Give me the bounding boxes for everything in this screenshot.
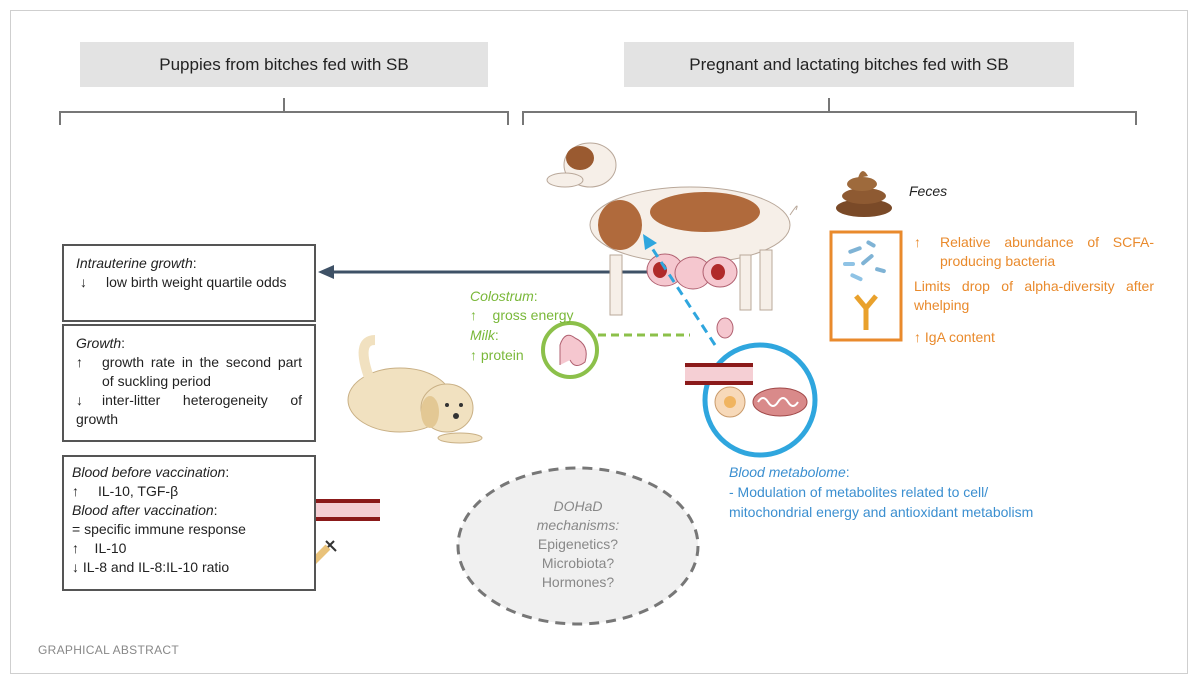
intrauterine-text: low birth weight quartile odds <box>106 274 287 290</box>
feces-item-3: ↑ IgA content <box>914 329 995 345</box>
blood-after-item: ↑ IL-10 <box>72 540 127 556</box>
mitochondria-icon <box>752 387 808 417</box>
growth-title: Growth <box>76 335 122 351</box>
colostrum-title: Colostrum <box>470 288 534 304</box>
dohad-text: DOHaD mechanisms: Epigenetics? Microbiot… <box>498 497 658 592</box>
blood-vaccination-box: Blood before vaccination: ↑ IL-10, TGF-β… <box>62 455 316 591</box>
right-brace <box>522 98 1137 125</box>
bacteria-icon <box>843 240 886 282</box>
dohad-item: Epigenetics? <box>537 536 619 552</box>
graphical-abstract-label: GRAPHICAL ABSTRACT <box>38 643 179 657</box>
feces-item-2: Limits drop of alpha-diversity after whe… <box>914 278 1154 313</box>
increase-arrow: ↑ <box>914 329 921 345</box>
growth-item-1: growth rate in the second part of suckli… <box>102 354 302 389</box>
milk-title-line: Milk: <box>470 327 499 343</box>
left-brace <box>59 98 509 125</box>
dohad-item: Microbiota? <box>541 555 615 571</box>
right-header: Pregnant and lactating bitches fed with … <box>624 42 1074 87</box>
milk-title: Milk <box>470 327 495 343</box>
dohad-title-2: mechanisms: <box>536 517 620 533</box>
blood-before-title: Blood before vaccination <box>72 464 226 480</box>
feces-label: Feces <box>909 183 948 199</box>
metabolome-dashed-arrow <box>648 244 717 346</box>
intrauterine-title: Intrauterine growth <box>76 255 193 271</box>
blood-after-title: Blood after vaccination <box>72 502 214 518</box>
blood-after-item: ↓ IL-8 and IL-8:IL-10 ratio <box>72 559 230 575</box>
left-header-text: Puppies from bitches fed with SB <box>159 54 409 74</box>
decrease-arrow: ↓ <box>76 392 83 408</box>
blood-before-text: IL-10, TGF-β <box>98 483 179 499</box>
increase-arrow: ↑ <box>914 234 921 250</box>
left-header: Puppies from bitches fed with SB <box>80 42 488 87</box>
dohad-item: Hormones? <box>541 574 615 590</box>
abstract-frame <box>10 10 1188 674</box>
puppy-illustration <box>347 335 483 444</box>
feces-icon <box>836 170 892 217</box>
metabolome-title-line: Blood metabolome: <box>729 464 850 480</box>
dohad-ellipse <box>456 466 700 626</box>
colostrum-item: ↑ gross energy <box>470 307 574 323</box>
blood-vessel-right <box>685 365 753 383</box>
feces-item-1: ↑ Relative abundance of SCFA-producing b… <box>914 234 1154 269</box>
blood-after-item: = specific immune response <box>72 521 246 537</box>
mammary-glands-illustration <box>646 253 738 339</box>
intrauterine-arrowhead <box>318 265 334 279</box>
increase-arrow: ↑ <box>76 354 83 370</box>
colostrum-title-line: Colostrum: <box>470 288 538 304</box>
antibody-icon <box>854 294 878 330</box>
growth-box: Growth: ↑ growth rate in the second part… <box>62 324 316 442</box>
growth-item-2: inter-litter heterogeneity of growth <box>76 392 302 427</box>
intrauterine-growth-box: Intrauterine growth: ↓ low birth weight … <box>62 244 316 322</box>
milk-gland-icon <box>559 334 587 366</box>
right-header-text: Pregnant and lactating bitches fed with … <box>689 54 1009 74</box>
milk-item: ↑ protein <box>470 347 524 363</box>
pregnant-dog-illustration <box>546 142 798 316</box>
dohad-title-1: DOHaD <box>553 498 603 514</box>
increase-arrow: ↑ <box>72 483 79 499</box>
decrease-arrow: ↓ <box>80 274 87 290</box>
metabolome-line-2: mitochondrial energy and antioxidant met… <box>729 504 1034 520</box>
metabolome-line-1: - Modulation of metabolites related to c… <box>729 484 989 500</box>
metabolome-title: Blood metabolome <box>729 464 846 480</box>
